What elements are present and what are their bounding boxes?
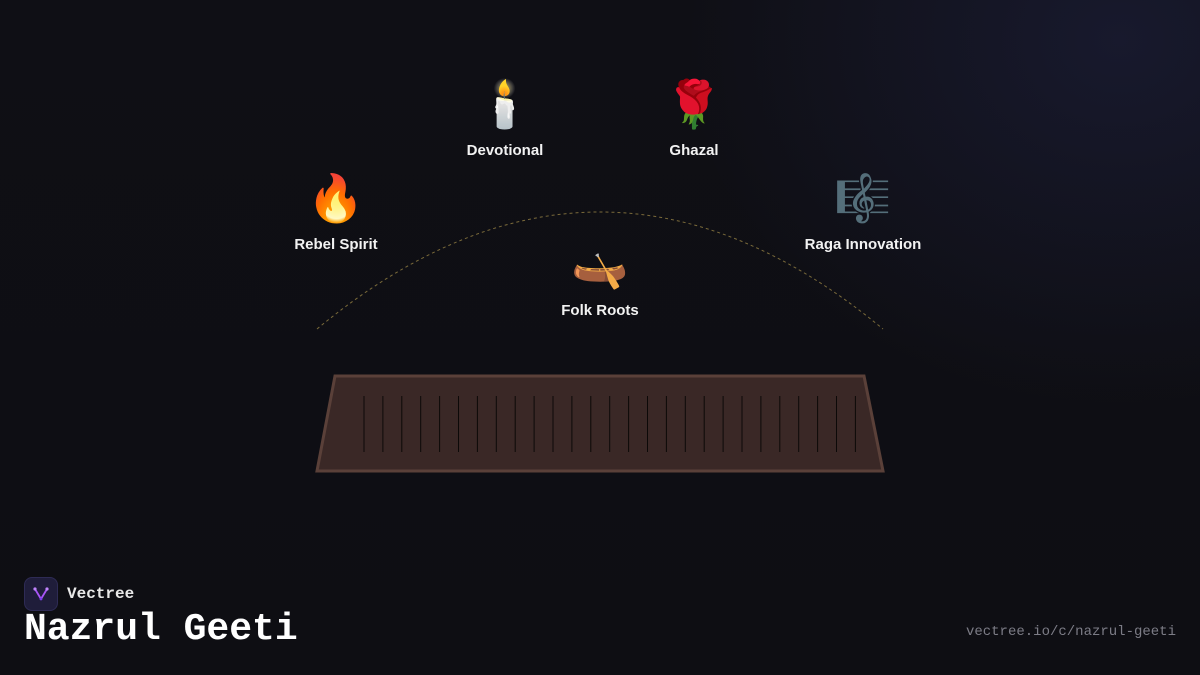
brand-name: Vectree	[67, 585, 135, 603]
node-label: Devotional	[466, 142, 544, 159]
harmonium-reeds	[363, 396, 856, 452]
brand[interactable]: Vectree	[24, 577, 134, 611]
canoe-icon: 🛶	[571, 237, 629, 291]
node-label: Rebel Spirit	[294, 236, 378, 253]
node-raga-innovation[interactable]: 🎼 Raga Innovation	[773, 170, 953, 253]
node-devotional[interactable]: 🕯️ Devotional	[415, 76, 595, 159]
node-rebel-spirit[interactable]: 🔥 Rebel Spirit	[246, 170, 426, 253]
node-label: Raga Innovation	[804, 236, 922, 253]
logo-glyph	[33, 587, 49, 601]
vectree-logo-icon	[24, 577, 58, 611]
arc-path	[316, 211, 884, 330]
page-title: Nazrul Geeti	[24, 608, 298, 651]
fire-icon: 🔥	[307, 171, 365, 225]
page-url[interactable]: vectree.io/c/nazrul-geeti	[965, 624, 1176, 640]
node-label: Folk Roots	[561, 302, 639, 319]
candle-icon: 🕯️	[476, 77, 534, 131]
node-ghazal[interactable]: 🌹 Ghazal	[604, 76, 784, 159]
musical-score-icon: 🎼	[834, 171, 892, 225]
rose-icon: 🌹	[665, 77, 723, 131]
node-folk-roots[interactable]: 🛶 Folk Roots	[510, 236, 690, 319]
node-label: Ghazal	[669, 142, 719, 159]
